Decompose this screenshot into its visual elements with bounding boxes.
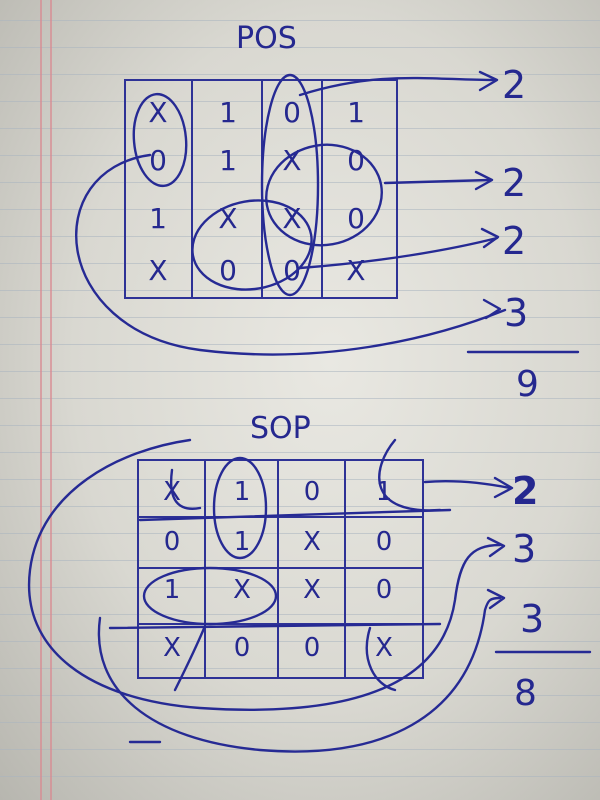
ruled-line xyxy=(0,290,600,291)
sop-cell-r2-c2: 1 xyxy=(234,527,251,557)
pos-cell-r2-c2: 1 xyxy=(219,144,237,177)
pos-cell-r4-c1: X xyxy=(148,254,167,287)
margin-line xyxy=(40,0,42,800)
pos-cell-r1-c1: X xyxy=(148,96,167,129)
pos-cell-r3-c1: 1 xyxy=(149,202,167,235)
sop-arrows xyxy=(423,476,592,654)
pos-arrow-value-4: 3 xyxy=(504,291,528,335)
sop-cell-r3-c2: X xyxy=(233,575,251,605)
sop-groupings xyxy=(27,438,502,753)
pos-cell-r3-c4: 0 xyxy=(347,202,365,235)
sop-cell-r2-c3: X xyxy=(303,527,321,557)
sop-cell-r4-c1: X xyxy=(163,633,181,663)
sop-arrow-value-1: 2 xyxy=(512,469,538,513)
sop-arrow-value-3: 3 xyxy=(520,597,544,641)
ruled-line xyxy=(0,506,600,507)
sop-cell-r4-c3: 0 xyxy=(304,633,321,663)
ruled-line xyxy=(0,236,600,237)
pos-cell-r1-c3: 0 xyxy=(283,96,301,129)
pos-cell-r2-c4: 0 xyxy=(347,144,365,177)
ruled-line xyxy=(0,668,600,669)
ruled-line xyxy=(0,317,600,318)
ruled-line xyxy=(0,371,600,372)
ruled-line xyxy=(0,128,600,129)
pos-arrow-value-3: 2 xyxy=(502,219,526,263)
sop-arrow-value-2: 3 xyxy=(512,527,536,571)
pos-arrows xyxy=(298,70,580,354)
pos-cell-r1-c2: 1 xyxy=(219,96,237,129)
ruled-line xyxy=(0,263,600,264)
sop-cell-r3-c4: 0 xyxy=(376,575,393,605)
sop-cell-r1-c2: 1 xyxy=(234,477,251,507)
pos-cell-r3-c2: X xyxy=(218,202,237,235)
ruled-line xyxy=(0,182,600,183)
pos-total: 9 xyxy=(516,364,539,405)
sop-cell-r4-c4: X xyxy=(375,633,393,663)
sop-cell-r2-c4: 0 xyxy=(376,527,393,557)
pos-arrow-value-2: 2 xyxy=(502,161,526,205)
pos-cell-r4-c4: X xyxy=(346,254,365,287)
sop-cell-r4-c2: 0 xyxy=(234,633,251,663)
sop-title: SOP xyxy=(250,411,311,446)
ruled-line xyxy=(0,47,600,48)
sop-cell-r1-c3: 0 xyxy=(304,477,321,507)
margin-line-2 xyxy=(50,0,52,800)
sop-cell-r2-c1: 0 xyxy=(164,527,181,557)
ruled-line xyxy=(0,344,600,345)
pos-cell-r1-c4: 1 xyxy=(347,96,365,129)
ruled-line xyxy=(0,641,600,642)
pos-cell-r3-c3: X xyxy=(282,202,301,235)
ruled-line xyxy=(0,479,600,480)
sop-total: 8 xyxy=(514,673,537,714)
pos-groupings xyxy=(75,73,507,356)
pos-arrow-value-1: 2 xyxy=(502,63,526,107)
ruled-line xyxy=(0,155,600,156)
ruled-line xyxy=(0,587,600,588)
pos-title: POS xyxy=(236,21,297,56)
ruled-line xyxy=(0,749,600,750)
pos-cell-r4-c2: 0 xyxy=(219,254,237,287)
sop-cell-r3-c1: 1 xyxy=(164,575,181,605)
ruled-line xyxy=(0,20,600,21)
ruled-line xyxy=(0,533,600,534)
ruled-line xyxy=(0,452,600,453)
ruled-line xyxy=(0,695,600,696)
ruled-line xyxy=(0,101,600,102)
ruled-line xyxy=(0,614,600,615)
ruled-line xyxy=(0,722,600,723)
pos-cell-r2-c1: 0 xyxy=(149,144,167,177)
ruled-line xyxy=(0,425,600,426)
ruled-line xyxy=(0,776,600,777)
ruled-line xyxy=(0,74,600,75)
ruled-line xyxy=(0,209,600,210)
ruled-line xyxy=(0,560,600,561)
sop-cell-r3-c3: X xyxy=(303,575,321,605)
ruled-line xyxy=(0,398,600,399)
